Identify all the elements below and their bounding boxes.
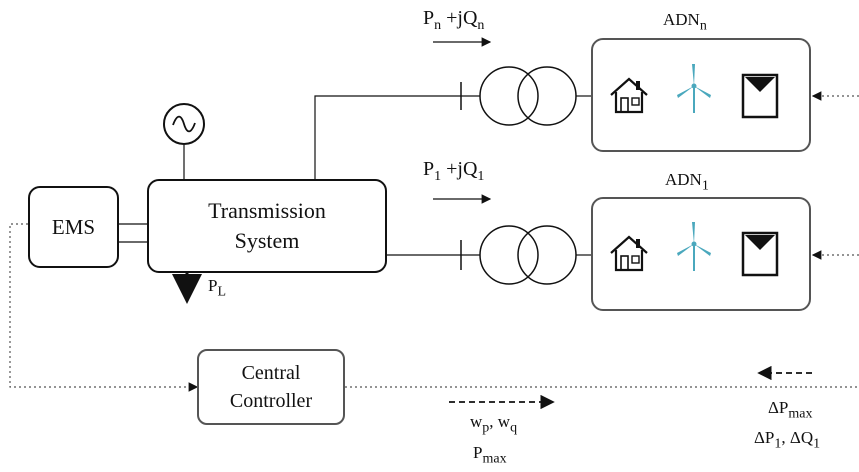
controller-label-line2: Controller — [229, 390, 313, 412]
adn-n-label: ADNn — [663, 10, 707, 34]
central-controller-box: Central Controller — [197, 349, 345, 425]
solar-panel-icon — [741, 231, 779, 277]
ems-box: EMS — [28, 186, 119, 268]
wind-turbine-icon — [677, 64, 711, 113]
solar-panel-icon — [741, 73, 779, 119]
delta-pmax-label: ΔPmax — [768, 398, 813, 422]
transmission-label-line2: System — [234, 228, 300, 253]
house-icon — [610, 235, 648, 272]
adn-n-box — [591, 38, 811, 152]
weights-label: wp, wq — [470, 412, 518, 436]
adn-1-box — [591, 197, 811, 311]
flow-label-1: P1 +jQ1 — [423, 158, 485, 184]
transformer-icon — [479, 225, 577, 285]
house-icon — [610, 77, 648, 114]
pmax-label: Pmax — [473, 443, 507, 467]
transmission-label-line1: Transmission — [208, 198, 326, 223]
ems-label: EMS — [51, 214, 96, 239]
adn-1-label: ADN1 — [665, 170, 709, 194]
transformer-icon — [479, 66, 577, 126]
line-to-adn-n — [314, 95, 461, 179]
delta-pq-label: ΔP1, ΔQ1 — [754, 428, 821, 452]
controller-label-line1: Central — [241, 362, 301, 384]
generator-icon — [163, 103, 205, 145]
transmission-system-box: Transmission System — [147, 179, 387, 273]
load-label: PL — [208, 276, 227, 300]
wind-turbine-icon — [677, 222, 711, 271]
flow-label-n: Pn +jQn — [423, 7, 485, 33]
